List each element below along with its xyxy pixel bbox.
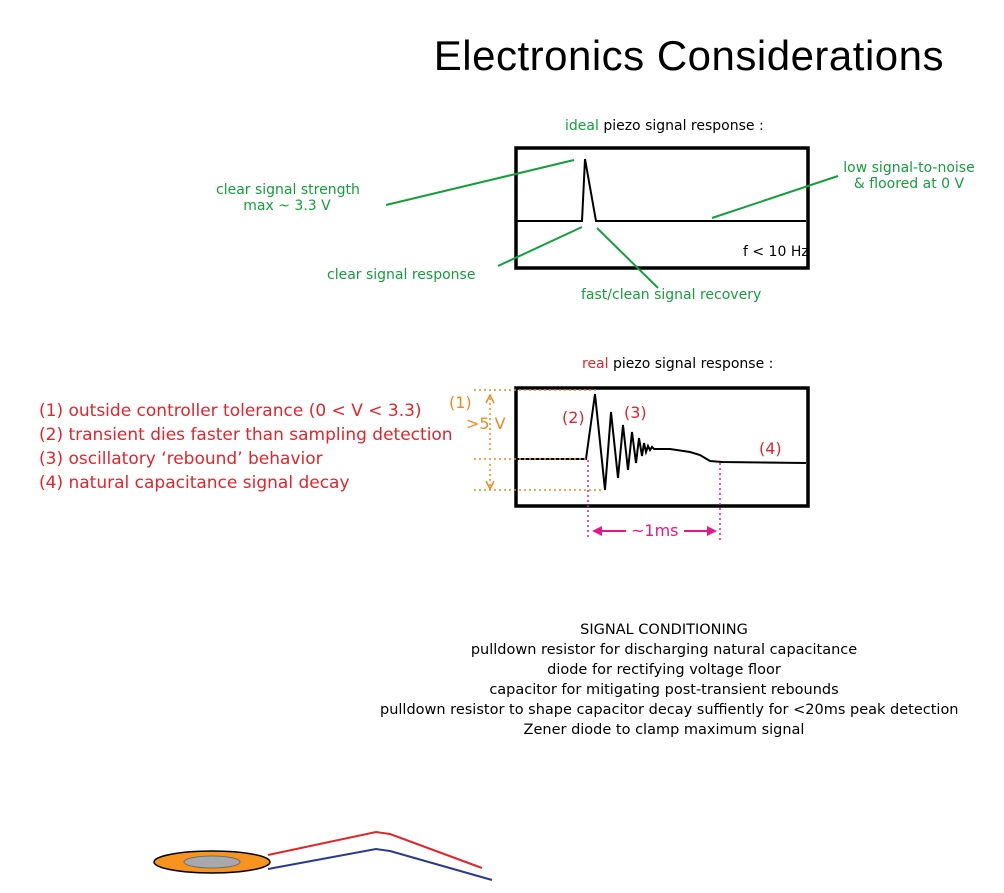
frequency-label: f < 10 Hz <box>743 244 809 260</box>
time-arrow-right-head <box>707 526 717 536</box>
marker-2-label: (2) <box>562 408 585 427</box>
signal-strength-line1: clear signal strength <box>216 182 360 198</box>
ideal-caption: ideal piezo signal response : <box>565 118 764 134</box>
voltage-range-label: >5 V <box>466 414 506 433</box>
strength-pointer <box>385 159 575 206</box>
real-plot-frame <box>514 386 810 508</box>
marker-1-label: (1) <box>449 393 472 412</box>
marker-4-label: (4) <box>759 439 782 458</box>
legend-item-4: (4) natural capacitance signal decay <box>39 473 350 493</box>
blue-wire <box>267 847 493 881</box>
signal-noise-annotation: low signal-to-noise & floored at 0 V <box>840 160 978 192</box>
page-title: Electronics Considerations <box>433 32 944 79</box>
voltage-arrow-up-head <box>485 393 495 404</box>
real-caption-rest: piezo signal response : <box>612 356 774 372</box>
issue-legend: (1) outside controller tolerance (0 < V … <box>39 399 453 495</box>
legend-item-3: (3) oscillatory ‘rebound’ behavior <box>39 449 323 469</box>
signal-conditioning-block: SIGNAL CONDITIONING pulldown resistor fo… <box>380 620 959 740</box>
real-signal-trace <box>516 393 807 491</box>
red-wire <box>267 830 483 869</box>
conditioning-item-4: pulldown resistor to shape capacitor dec… <box>380 702 959 718</box>
conditioning-item-3: capacitor for mitigating post-transient … <box>489 682 839 698</box>
conditioning-item-5: Zener diode to clamp maximum signal <box>523 722 805 738</box>
noise-pointer <box>711 175 839 219</box>
signal-recovery-annotation: fast/clean signal recovery <box>581 287 762 303</box>
real-caption-highlight: real <box>582 356 609 372</box>
marker-3-label: (3) <box>624 403 647 422</box>
conditioning-item-1: pulldown resistor for discharging natura… <box>470 642 858 658</box>
signal-strength-annotation: clear signal strength max ~ 3.3 V <box>216 182 360 214</box>
real-caption: real piezo signal response : <box>582 356 773 372</box>
conditioning-item-2: diode for rectifying voltage floor <box>547 662 781 678</box>
signal-noise-line1: low signal-to-noise <box>843 160 975 176</box>
legend-item-2: (2) transient dies faster than sampling … <box>39 425 453 445</box>
piezo-center-electrode <box>183 855 241 869</box>
ideal-plot-frame <box>514 146 810 270</box>
ideal-caption-rest: piezo signal response : <box>603 118 764 134</box>
ideal-signal-trace <box>516 158 806 222</box>
time-span-label: ~1ms <box>631 521 679 540</box>
response-pointer <box>497 226 583 267</box>
ideal-caption-highlight: ideal <box>565 118 599 134</box>
time-arrow-left-head <box>592 526 602 536</box>
signal-noise-line2: & floored at 0 V <box>853 176 965 192</box>
recovery-pointer <box>596 227 659 289</box>
signal-response-annotation: clear signal response <box>327 267 476 283</box>
conditioning-heading: SIGNAL CONDITIONING <box>580 622 748 638</box>
legend-item-1: (1) outside controller tolerance (0 < V … <box>39 401 422 421</box>
voltage-arrow-down-head <box>485 480 495 491</box>
signal-strength-line2: max ~ 3.3 V <box>243 198 331 214</box>
